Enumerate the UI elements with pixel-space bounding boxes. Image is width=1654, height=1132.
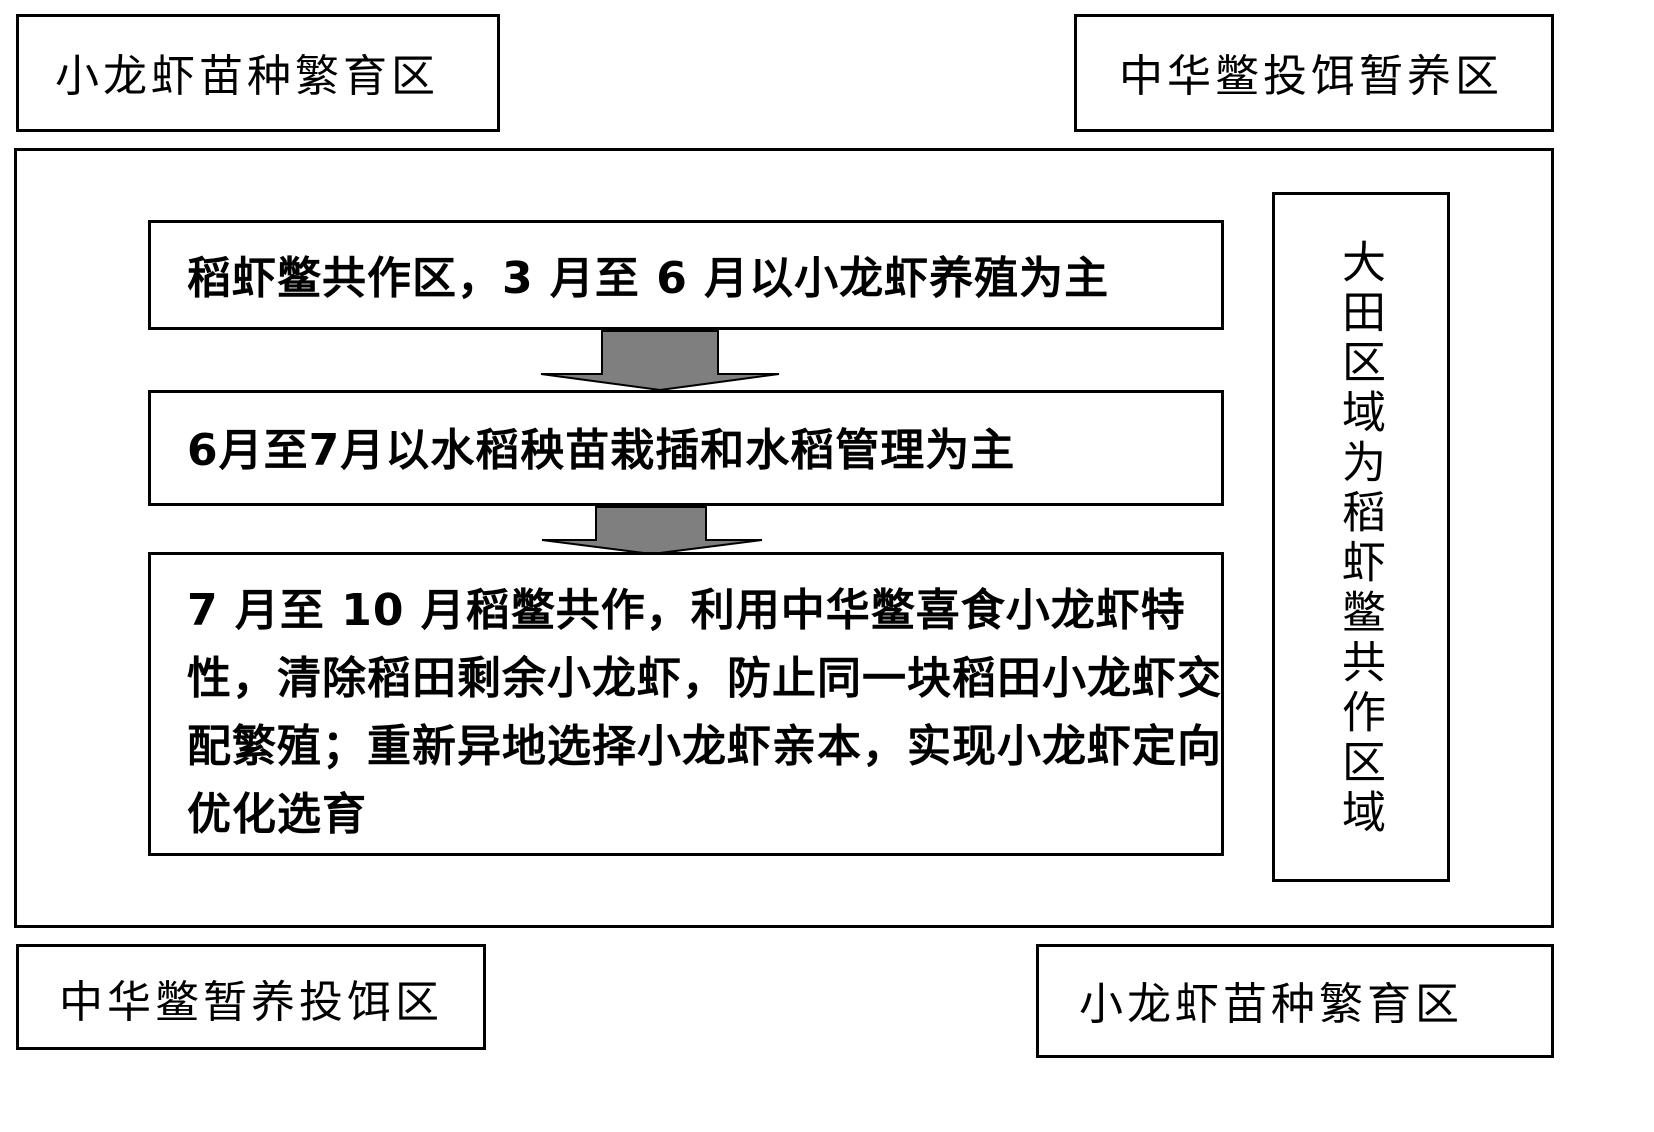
top-left-zone: 小龙虾苗种繁育区	[16, 14, 500, 132]
bottom-right-zone-label: 小龙虾苗种繁育区	[1079, 983, 1463, 1027]
step-3-text: 7 月至 10 月稻鳖共作，利用中华鳖喜食小龙虾特性，清除稻田剩余小龙虾，防止同…	[187, 577, 1247, 849]
step-1-box: 稻虾鳖共作区，3 月至 6 月以小龙虾养殖为主	[148, 220, 1224, 330]
bottom-right-zone: 小龙虾苗种繁育区	[1036, 944, 1554, 1058]
step-3-box: 7 月至 10 月稻鳖共作，利用中华鳖喜食小龙虾特性，清除稻田剩余小龙虾，防止同…	[148, 552, 1224, 856]
top-right-zone-label: 中华鳖投饵暂养区	[1119, 55, 1503, 99]
step-2-box: 6月至7月以水稻秧苗栽插和水稻管理为主	[148, 390, 1224, 506]
top-left-zone-label: 小龙虾苗种繁育区	[55, 55, 439, 99]
down-arrow-2	[540, 506, 764, 556]
bottom-left-zone-label: 中华鳖暂养投饵区	[59, 981, 443, 1025]
step-2-text: 6月至7月以水稻秧苗栽插和水稻管理为主	[187, 417, 1015, 485]
top-right-zone: 中华鳖投饵暂养区	[1074, 14, 1554, 132]
bottom-left-zone: 中华鳖暂养投饵区	[16, 944, 486, 1050]
field-label-box: 大田区域为稻虾鳖共作区域	[1272, 192, 1450, 882]
step-1-text: 稻虾鳖共作区，3 月至 6 月以小龙虾养殖为主	[187, 245, 1109, 313]
down-arrow-1	[540, 330, 780, 392]
field-label-text: 大田区域为稻虾鳖共作区域	[1337, 239, 1381, 839]
